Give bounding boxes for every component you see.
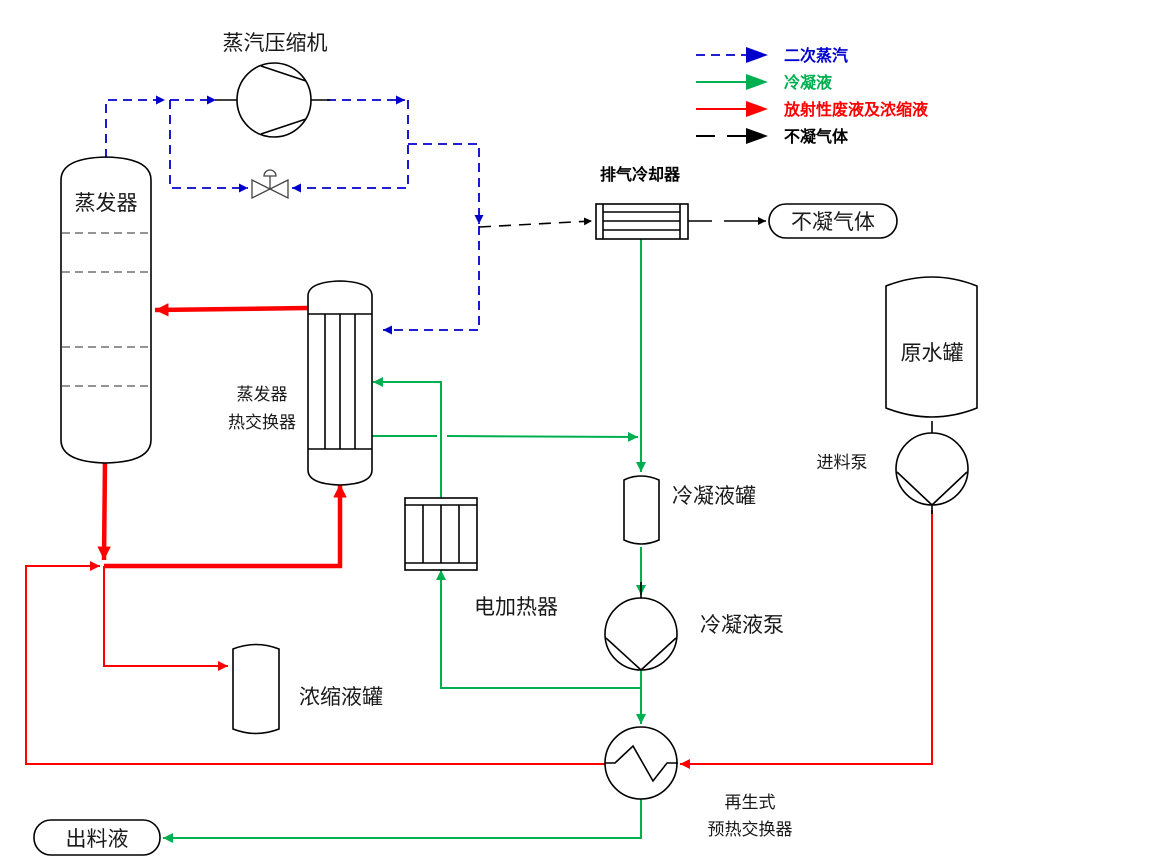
- steam-line-evap-out: [105, 95, 165, 158]
- condensate-tank-label: 冷凝液罐: [672, 484, 756, 508]
- legend: 二次蒸汽 冷凝液 放射性废液及浓缩液 不凝气体: [696, 46, 929, 146]
- waste-line-hx-to-evap: [154, 303, 309, 317]
- raw-water-tank-label: 原水罐: [901, 341, 964, 365]
- raw-water-tank-shape: [885, 276, 978, 418]
- concentrate-tank[interactable]: 浓缩液罐: [232, 643, 383, 735]
- feed-pump-icon: [895, 432, 969, 506]
- waste-line-to-concentrate-tank: [103, 566, 228, 671]
- evap-hx-label-line1: 蒸发器: [237, 385, 288, 405]
- compressor-blade: [260, 65, 307, 82]
- regen-hx-coil: [605, 744, 678, 783]
- valve-actuator-icon: [263, 169, 277, 177]
- cond-line-discharge: [163, 799, 642, 843]
- ncg-outlet-terminal[interactable]: 不凝气体: [768, 203, 898, 239]
- waste-lines: [25, 303, 933, 769]
- steam-line-down: [408, 143, 484, 224]
- feed-pump-label: 进料泵: [817, 453, 868, 473]
- waste-line-to-evap-hx: [104, 484, 347, 569]
- legend-item-steam: 二次蒸汽: [696, 46, 848, 65]
- concentrate-tank-label: 浓缩液罐: [299, 685, 383, 709]
- legend-steam-arrow-icon: [746, 47, 768, 63]
- ncg-lines: [478, 217, 766, 228]
- steam-bypass-left: [169, 100, 248, 193]
- waste-line-recycle: [25, 561, 605, 765]
- condensate-pump-label: 冷凝液泵: [700, 613, 784, 637]
- valve-icon-right: [268, 178, 289, 200]
- feed-pump-vane: [931, 471, 968, 506]
- legend-item-condensate: 冷凝液: [696, 73, 833, 92]
- legend-item-ncg: 不凝气体: [696, 127, 849, 146]
- concentrate-tank-shape: [232, 643, 280, 735]
- legend-condensate-arrow-icon: [746, 74, 768, 90]
- legend-steam-label: 二次蒸汽: [784, 46, 848, 65]
- raw-water-tank[interactable]: 原水罐: [885, 276, 978, 418]
- steam-bypass-right: [292, 100, 409, 193]
- evaporator[interactable]: 蒸发器: [60, 156, 152, 464]
- steam-lines: [105, 95, 484, 335]
- compressor-icon: [236, 62, 312, 138]
- ncg-terminal-label: 不凝气体: [791, 210, 875, 234]
- evaporator-label: 蒸发器: [75, 191, 138, 215]
- valve-icon: [251, 178, 272, 200]
- waste-line-feed: [680, 510, 933, 769]
- condensate-pump-vane: [605, 637, 642, 671]
- discharge-terminal-shape: [33, 819, 161, 856]
- vent-cooler-label: 排气冷却器: [600, 165, 681, 184]
- condensate-tank-shape: [623, 475, 660, 545]
- ncg-terminal-shape: [768, 203, 898, 239]
- condensate-lines: [163, 239, 646, 843]
- legend-waste-arrow-icon: [746, 101, 768, 117]
- bypass-valve[interactable]: [251, 169, 289, 200]
- feed-pump[interactable]: 进料泵: [817, 421, 969, 514]
- feed-pump-vane: [896, 471, 933, 506]
- waste-line-evap-down: [97, 459, 111, 561]
- condensate-pump-icon: [604, 597, 678, 671]
- condensate-tank[interactable]: 冷凝液罐: [623, 475, 756, 545]
- discharge-terminal[interactable]: 出料液: [33, 819, 161, 856]
- vent-cooler[interactable]: 排气冷却器: [595, 165, 689, 240]
- ncg-line-to-vent-cooler: [478, 217, 593, 228]
- evaporator-heat-exchanger[interactable]: 蒸发器 热交换器: [228, 280, 373, 486]
- electric-heater[interactable]: 电加热器: [404, 497, 558, 619]
- cond-line-hx-out-b: [446, 431, 639, 442]
- steam-line-to-evap-hx: [383, 226, 480, 335]
- vapor-compressor[interactable]: 蒸汽压缩机: [216, 31, 330, 138]
- condensate-pump[interactable]: 冷凝液泵: [604, 582, 784, 671]
- discharge-terminal-label: 出料液: [66, 827, 129, 851]
- electric-heater-label: 电加热器: [474, 595, 558, 619]
- legend-waste-label: 放射性废液及浓缩液: [783, 100, 929, 119]
- condensate-pump-vane: [640, 637, 677, 671]
- legend-ncg-label: 不凝气体: [784, 127, 849, 146]
- regen-hx-label-line1: 再生式: [725, 793, 776, 813]
- compressor-blade: [260, 118, 307, 135]
- legend-ncg-arrow-icon: [746, 128, 768, 144]
- regen-hx-label-line2: 预热交换器: [708, 820, 793, 840]
- legend-condensate-label: 冷凝液: [784, 73, 833, 92]
- compressor-label: 蒸汽压缩机: [223, 31, 328, 55]
- legend-item-waste: 放射性废液及浓缩液: [696, 100, 929, 119]
- cond-line-heater-to-hx: [373, 377, 442, 498]
- regenerative-preheat-exchanger[interactable]: 再生式 预热交换器: [604, 726, 793, 840]
- cond-line-to-heater: [436, 570, 642, 689]
- evap-hx-label-line2: 热交换器: [228, 413, 296, 433]
